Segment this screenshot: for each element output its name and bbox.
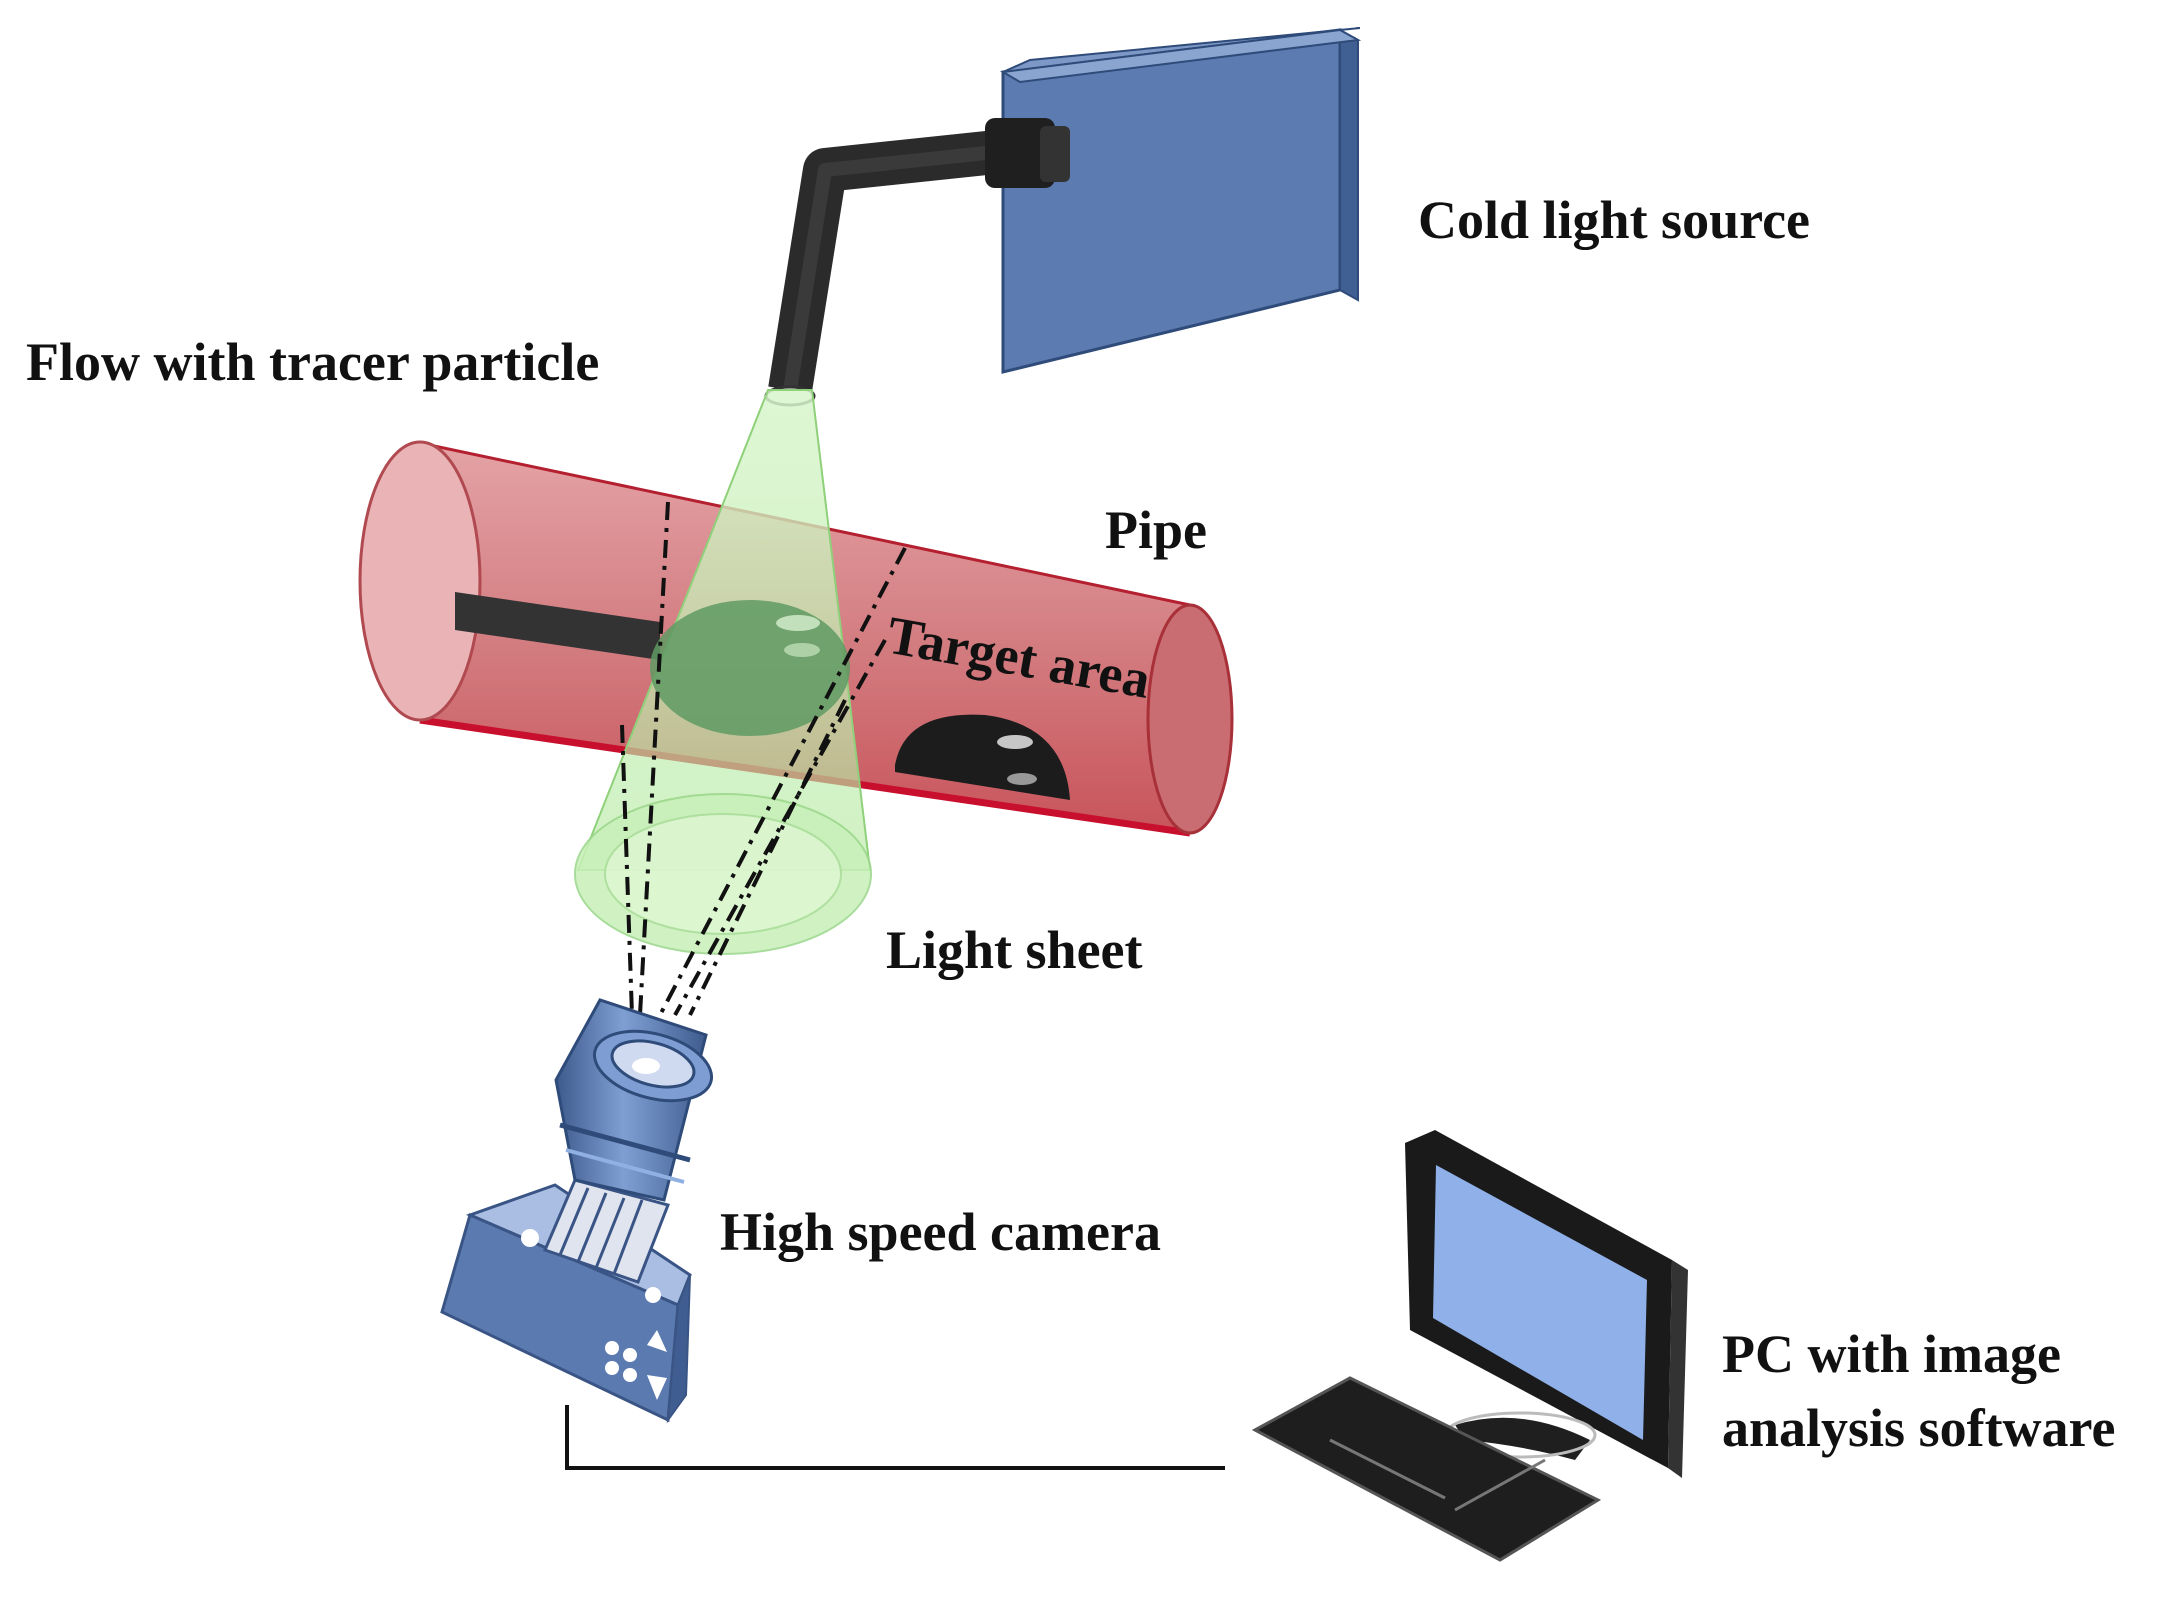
keyboard-icon — [1251, 1376, 1602, 1562]
cold-light-source-label: Cold light source — [1418, 190, 1810, 250]
pipe-label: Pipe — [1105, 500, 1207, 560]
data-cable — [565, 1405, 1225, 1470]
camera-sight-lines — [620, 501, 907, 1016]
high-speed-camera-icon — [440, 998, 714, 1424]
high-speed-camera-label: High speed camera — [720, 1202, 1161, 1262]
light-source-box-icon — [999, 27, 1362, 374]
light-sheet-label: Light sheet — [886, 920, 1143, 980]
flow-with-tracer-label: Flow with tracer particle — [26, 332, 599, 392]
pc-label-line2: analysis software — [1722, 1398, 2116, 1458]
pc-monitor-icon — [1405, 1130, 1688, 1478]
pc-label-line1: PC with image — [1722, 1324, 2061, 1384]
